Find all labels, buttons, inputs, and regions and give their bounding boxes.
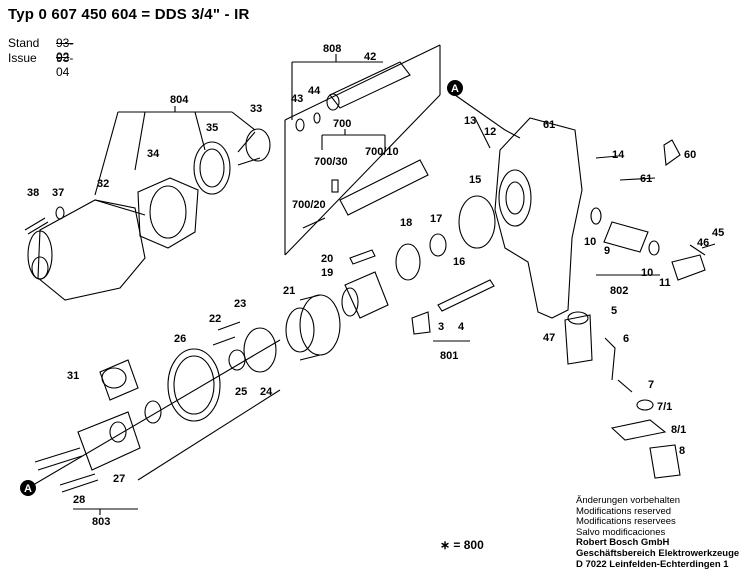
part-label: 61 [543, 119, 555, 131]
issue-value: 93-04 [56, 51, 74, 79]
part-label: 27 [113, 473, 125, 485]
callout-a-bottom-label: A [24, 483, 32, 495]
shaft-700 [339, 159, 429, 216]
part-label: 26 [174, 333, 186, 345]
muffler-47 [564, 314, 593, 365]
ring-26 [167, 348, 221, 422]
part-label: 61 [640, 173, 652, 185]
part-label: 32 [97, 178, 109, 190]
part-label: 7/1 [657, 401, 672, 413]
part-label: 7 [648, 379, 654, 391]
part-label: 18 [400, 217, 412, 229]
legend: ∗ = 800 [440, 538, 484, 552]
anvil-803 [77, 411, 141, 471]
stand-row: Stand 93-02 [8, 36, 73, 64]
part-label: 19 [321, 267, 333, 279]
part-label: 25 [235, 386, 247, 398]
part-label: 11 [659, 277, 671, 289]
callout-a-bottom [20, 480, 36, 496]
rotor-19 [344, 271, 389, 319]
part-label: 801 [440, 350, 458, 362]
lever-8-1 [610, 419, 667, 441]
part-label: 13 [464, 115, 476, 127]
part-label: 45 [712, 227, 724, 239]
part-label: 42 [364, 51, 376, 63]
part-label: 803 [92, 516, 110, 528]
part-label: 28 [73, 494, 85, 506]
stand-label: Stand [8, 36, 40, 50]
part-label: 46 [697, 237, 709, 249]
part-label: 43 [291, 93, 303, 105]
part-label: 6 [623, 333, 629, 345]
part-label: 9 [604, 245, 610, 257]
note-line: Modifications reserved [576, 505, 672, 517]
part-label: 4 [458, 321, 465, 333]
part-label: 700/30 [314, 156, 348, 168]
motor-housing [27, 199, 146, 301]
part-label: 8 [679, 445, 685, 457]
part-label: 23 [234, 298, 246, 310]
part-label: 5 [611, 305, 617, 317]
part-label: 802 [610, 285, 628, 297]
part-label: 700/10 [365, 146, 399, 158]
part-label: 700 [333, 118, 351, 130]
note-line: Modifications reservees [576, 516, 676, 528]
part-label: 24 [260, 386, 273, 398]
part-label: 31 [67, 370, 79, 382]
part-label: 21 [283, 285, 295, 297]
part-label: 8/1 [671, 424, 686, 436]
part-label: 20 [321, 253, 333, 265]
part-label: 808 [323, 43, 341, 55]
issue-row: Issue 93-04 [8, 51, 73, 79]
part-label: 700/20 [292, 199, 326, 211]
part-label: 33 [250, 103, 262, 115]
part-label: 60 [684, 149, 696, 161]
note-line: Änderungen vorbehalten [576, 495, 681, 506]
page-title: Typ 0 607 450 604 = DDS 3/4" - IR [8, 6, 250, 23]
note-line: Salvo modificaciones [576, 526, 666, 538]
cylinder-21 [299, 294, 341, 356]
ring-35 [193, 141, 231, 195]
part-label: 37 [52, 187, 64, 199]
part-label: 34 [147, 148, 160, 160]
stand-value: 93-02 [56, 36, 74, 64]
company-line: Geschäftsbereich Elektrowerkzeuge [576, 547, 740, 559]
company-line: D 7022 Leinfelden-Echterdingen 1 [576, 558, 729, 570]
part-label: 16 [453, 256, 465, 268]
part-label: 804 [170, 94, 189, 106]
callout-a-top-label: A [451, 83, 459, 95]
part-label: 47 [543, 332, 555, 344]
hammer-31 [99, 359, 139, 401]
tool-handle-body [494, 117, 583, 319]
part-label: 12 [484, 126, 496, 138]
company-line: Robert Bosch GmbH [576, 537, 670, 549]
part-label: 10 [641, 267, 653, 279]
issue-label: Issue [8, 51, 37, 65]
part-label: 15 [469, 174, 481, 186]
shaft-808 [329, 61, 411, 109]
callout-a-top [447, 80, 463, 96]
notes-block: Änderungen vorbehalten Modifications res… [576, 495, 740, 570]
part-label: 35 [206, 122, 218, 134]
part-label: 44 [308, 85, 321, 97]
part-label: 38 [27, 187, 39, 199]
gasket [137, 177, 199, 249]
part-label: 3 [438, 321, 444, 333]
part-label: 22 [209, 313, 221, 325]
part-label: 17 [430, 213, 442, 225]
bearing-33 [245, 128, 271, 162]
part-label: 14 [612, 149, 625, 161]
part-label: 10 [584, 236, 596, 248]
